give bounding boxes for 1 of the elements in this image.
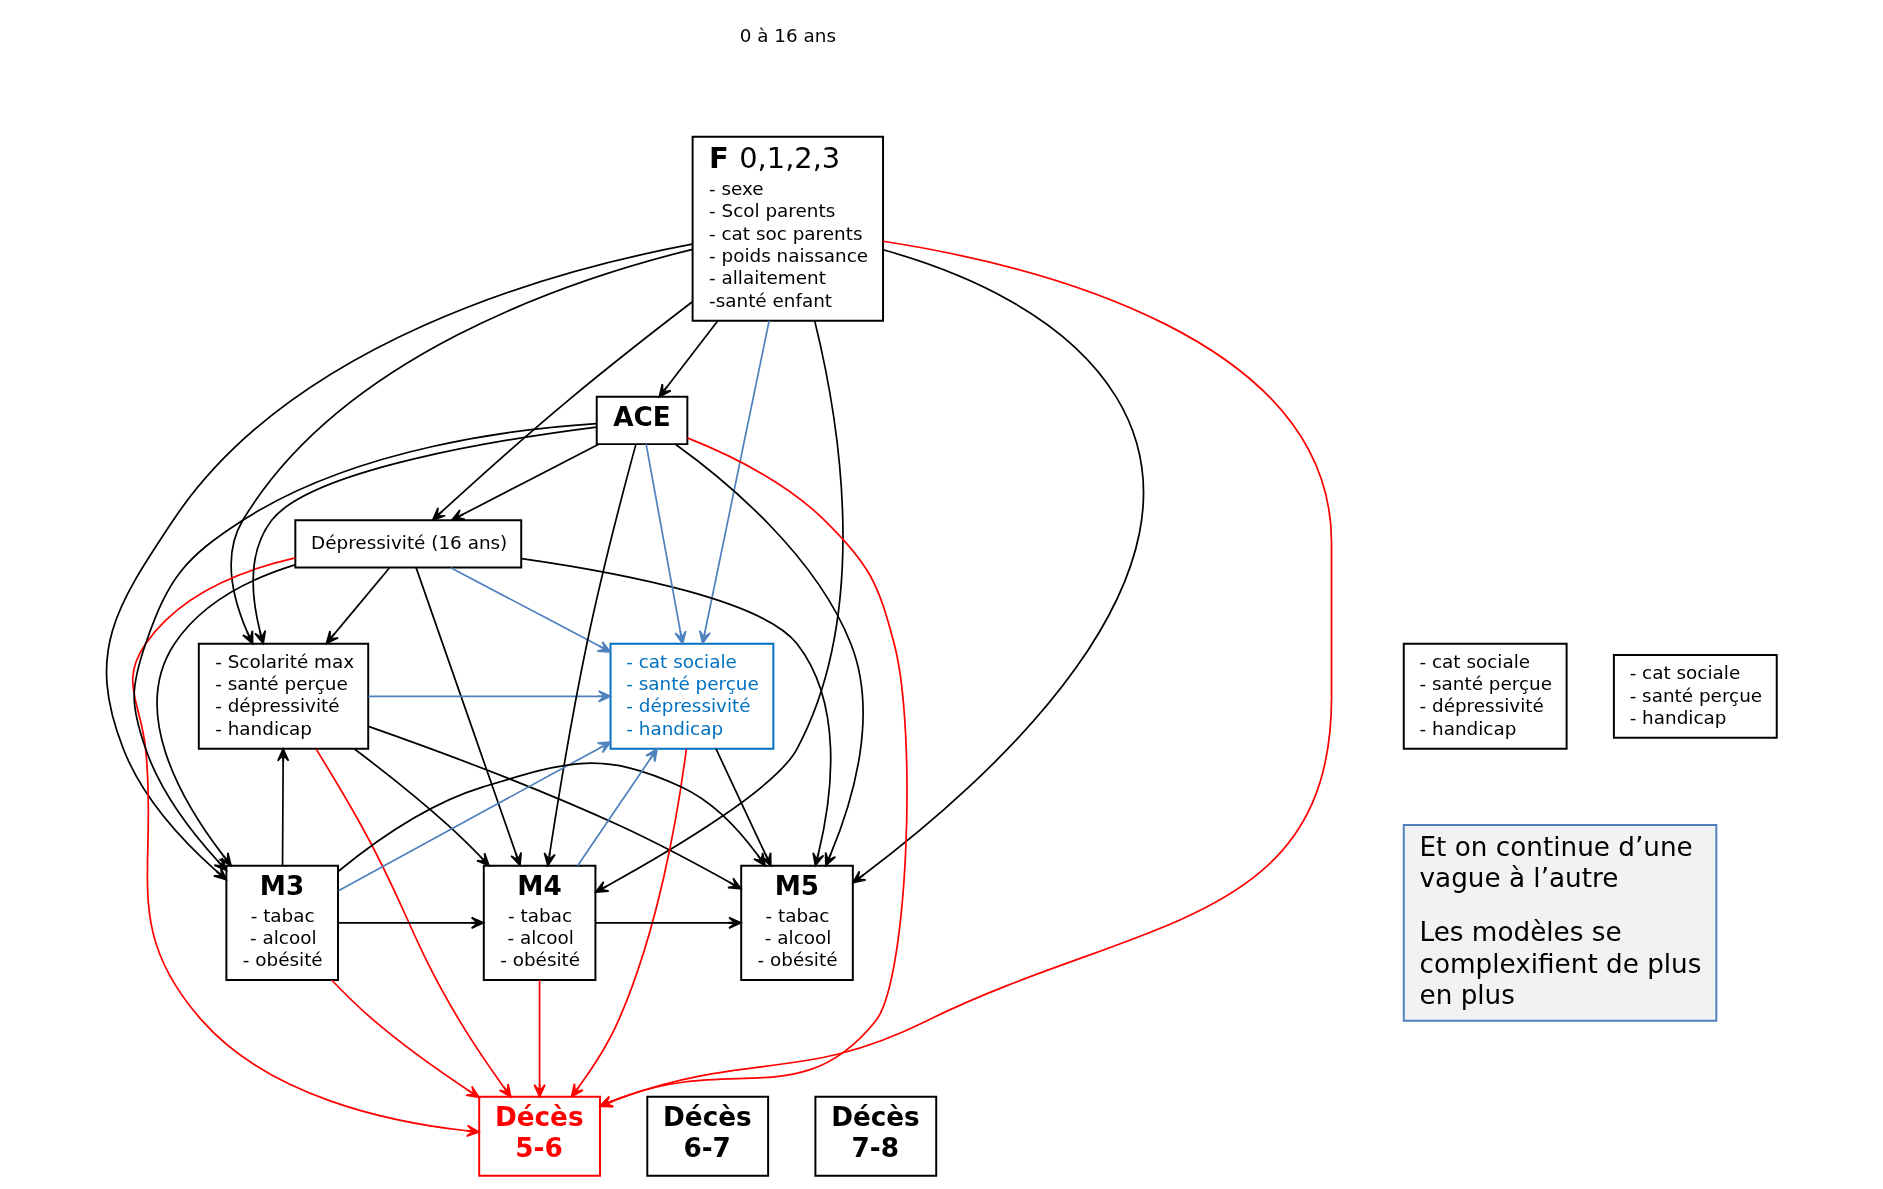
label: 0 à 16 ans — [739, 24, 836, 46]
